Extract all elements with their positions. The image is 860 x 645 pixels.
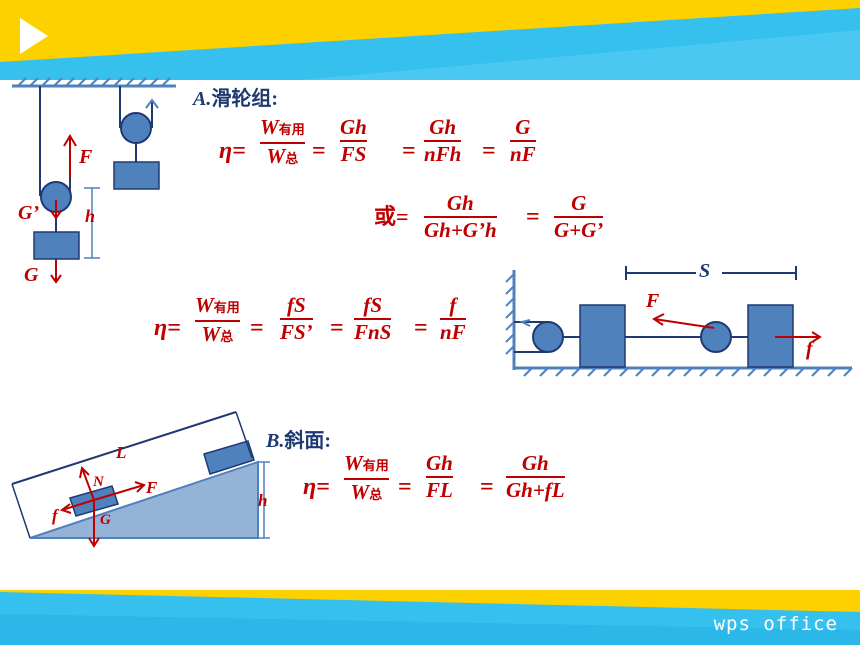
- eq1-eta: η=: [219, 138, 246, 164]
- horiz-label-F: F: [646, 290, 660, 312]
- eq1-fraction-work: W有用 W总: [260, 115, 305, 168]
- eq3-equals-3: =: [414, 315, 428, 341]
- bottom-banner: [0, 590, 860, 645]
- incline-label-N: N: [93, 474, 104, 490]
- play-triangle-icon: [20, 18, 48, 54]
- pulley-label-Gprime: G’: [18, 202, 40, 224]
- eq4-equals-1: =: [398, 474, 412, 500]
- brand-logo-text: wps office: [713, 613, 838, 635]
- eq1-equals-2: =: [402, 138, 416, 164]
- eq3-equals-2: =: [330, 315, 344, 341]
- horiz-label-S: S: [699, 260, 711, 282]
- horizontal-pulley-diagram: [505, 266, 853, 377]
- eq3-equals-1: =: [250, 315, 264, 341]
- incline-label-F: F: [146, 478, 158, 497]
- pulley-label-h: h: [85, 206, 96, 226]
- eq4-fraction-work: W有用 W总: [344, 451, 389, 504]
- horiz-label-f: f: [806, 338, 813, 360]
- incline-label-G: G: [100, 512, 111, 528]
- incline-label-L: L: [116, 443, 127, 462]
- eq3-eta: η=: [154, 315, 181, 341]
- eq1-equals-3: =: [482, 138, 496, 164]
- eq3-fraction-work: W有用 W总: [195, 293, 240, 346]
- top-banner: [0, 0, 860, 80]
- pulley-system-diagram: [12, 77, 176, 284]
- eq2-equals: =: [526, 204, 540, 230]
- section-b-title: 斜面:: [284, 430, 332, 452]
- section-a-letter: A.: [193, 88, 212, 110]
- eq4-eta: η=: [303, 474, 330, 500]
- section-b-heading: B.斜面:: [266, 424, 331, 453]
- eq4-equals-2: =: [480, 474, 494, 500]
- eq1-equals-1: =: [312, 138, 326, 164]
- section-b-letter: B.: [266, 430, 285, 452]
- eq2-or: 或=: [374, 204, 409, 229]
- pulley-label-G: G: [24, 264, 39, 286]
- section-a-title: 滑轮组:: [211, 88, 279, 110]
- incline-label-h: h: [258, 491, 268, 510]
- pulley-label-F: F: [79, 146, 93, 168]
- section-a-heading: A.滑轮组:: [193, 82, 278, 111]
- incline-diagram: [11, 411, 270, 548]
- incline-label-f: f: [52, 506, 58, 525]
